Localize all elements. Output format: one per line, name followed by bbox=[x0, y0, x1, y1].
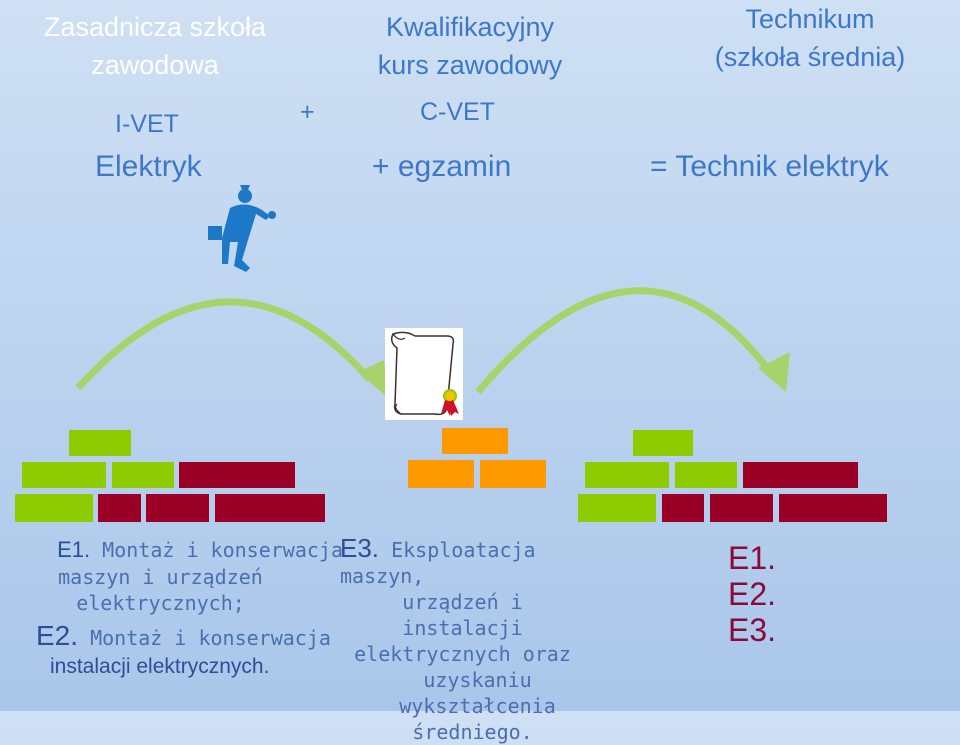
e2-line: E2. Montaż i konserwacja bbox=[36, 622, 343, 651]
brick bbox=[743, 462, 858, 488]
e1-text-c: elektrycznych; bbox=[76, 591, 245, 615]
left-result: Elektryk bbox=[95, 150, 202, 183]
middle-result: + egzamin bbox=[372, 150, 512, 183]
curved-arrows bbox=[75, 287, 790, 398]
middle-title-line1: Kwalifikacyjny bbox=[385, 12, 555, 42]
e3-text-e: średniego. bbox=[412, 720, 533, 744]
middle-title-line2: kurs zawodowy bbox=[377, 50, 563, 80]
code-e2: E2. bbox=[728, 576, 777, 612]
brick bbox=[112, 462, 174, 488]
diploma-scroll-icon bbox=[385, 328, 463, 420]
right-arrow-head-icon bbox=[758, 352, 790, 392]
brick bbox=[633, 430, 693, 456]
e2-text-b: instalacji elektrycznych. bbox=[50, 655, 270, 678]
right-result: = Technik elektryk bbox=[650, 150, 889, 183]
brick bbox=[69, 430, 131, 456]
e3-text-c: elektrycznych oraz bbox=[354, 642, 571, 666]
brick bbox=[215, 494, 325, 522]
brick bbox=[98, 494, 141, 522]
middle-description: E3. Eksploatacja maszyn, urządzeń i inst… bbox=[340, 534, 625, 745]
brick bbox=[675, 462, 737, 488]
right-codes: E1. E2. E3. bbox=[728, 540, 776, 648]
e3-text-a: Eksploatacja maszyn, bbox=[340, 538, 536, 588]
brick bbox=[442, 428, 508, 454]
e3-line: E3. Eksploatacja maszyn, bbox=[340, 534, 625, 589]
brick bbox=[408, 460, 474, 488]
e1-text-b: maszyn i urządzeń bbox=[58, 565, 263, 589]
middle-column-title: Kwalifikacyjny kurs zawodowy bbox=[320, 8, 620, 84]
e1-line: E1. Montaż i konserwacja bbox=[28, 536, 343, 564]
e3-code: E3. bbox=[340, 533, 380, 563]
left-arrow-head-icon bbox=[358, 360, 388, 398]
brick bbox=[15, 494, 93, 522]
walking-person-icon bbox=[208, 185, 276, 272]
e2-code: E2. bbox=[36, 620, 79, 651]
right-title-line2: (szkoła średnia) bbox=[714, 42, 906, 72]
brick bbox=[480, 460, 546, 488]
left-title-line2: zawodowa bbox=[91, 50, 219, 80]
e1-text-a: Montaż i konserwacja bbox=[102, 538, 343, 562]
left-description: E1. Montaż i konserwacja maszyn i urządz… bbox=[28, 536, 343, 681]
plus-sign: + bbox=[300, 98, 315, 126]
code-e1: E1. bbox=[728, 540, 777, 576]
left-curved-arrow-icon bbox=[75, 298, 373, 391]
left-title-line1: Zasadnicza szkoła bbox=[43, 12, 267, 42]
e3-text-d: uzyskaniu wykształcenia bbox=[399, 668, 556, 718]
code-e3: E3. bbox=[728, 612, 777, 648]
brick bbox=[779, 494, 887, 522]
ivet-label: I-VET bbox=[115, 110, 179, 138]
right-curved-arrow-icon bbox=[475, 287, 773, 395]
right-title-line1: Technikum bbox=[745, 4, 875, 34]
brick bbox=[662, 494, 704, 522]
e1-code: E1. bbox=[57, 537, 91, 562]
e2-text-a: Montaż i konserwacja bbox=[90, 626, 331, 650]
brick bbox=[22, 462, 106, 488]
cvet-label: C-VET bbox=[420, 98, 495, 126]
right-column-title: Technikum (szkoła średnia) bbox=[660, 0, 960, 76]
brick bbox=[578, 494, 656, 522]
e3-text-b: urządzeń i instalacji bbox=[402, 590, 523, 640]
brick bbox=[710, 494, 773, 522]
left-column-title: Zasadnicza szkoła zawodowa bbox=[5, 8, 305, 84]
brick bbox=[585, 462, 669, 488]
brick bbox=[146, 494, 209, 522]
brick bbox=[179, 462, 295, 488]
